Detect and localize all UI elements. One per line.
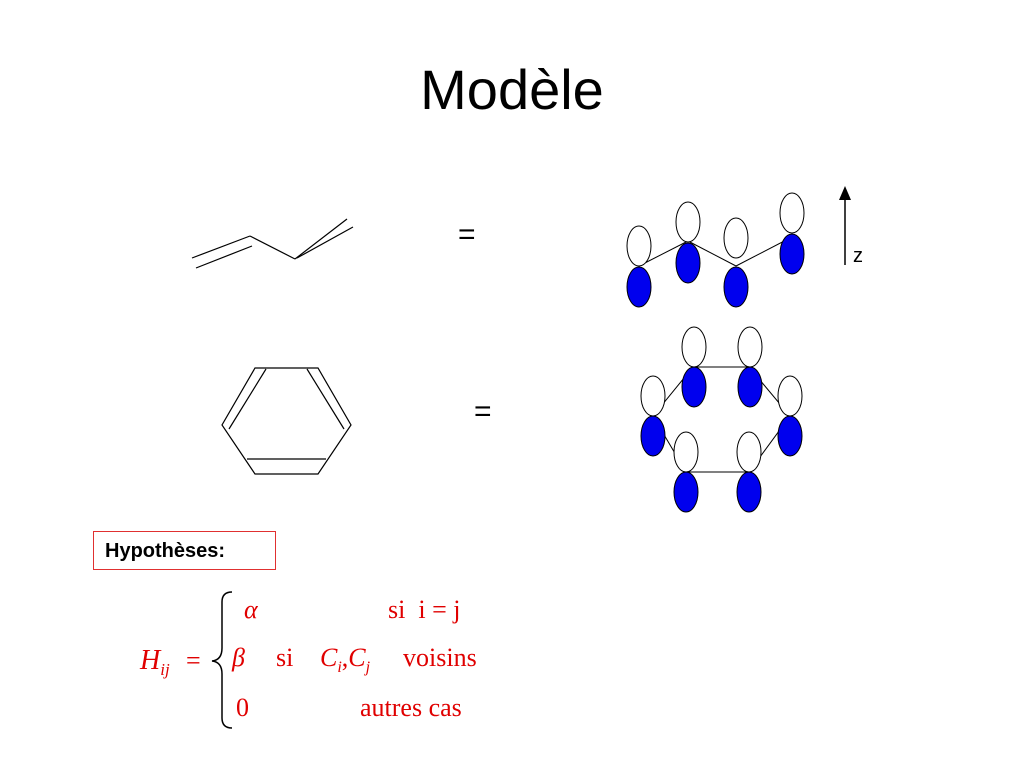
equals-sign-top: =	[458, 218, 476, 251]
orbital-lobe-empty	[736, 431, 762, 473]
orbital-lobe-empty	[681, 326, 707, 368]
orbital-lobe-empty	[737, 326, 763, 368]
orbital-lobe-empty	[675, 201, 701, 243]
orbital-lobe-filled	[626, 266, 652, 308]
orbital-lobe-filled	[736, 471, 762, 513]
orbital-lobe-filled	[723, 266, 749, 308]
benzene-sigma-bonds	[652, 366, 791, 473]
orbital-lobe-empty	[723, 217, 749, 259]
orbital-lobe-empty	[626, 225, 652, 267]
case-3-condition: autres cas	[360, 693, 462, 722]
orbital-lobe-filled	[737, 366, 763, 408]
butadiene-skeleton	[191, 218, 354, 269]
orbital-lobe-filled	[777, 415, 803, 457]
case-2-si: si	[276, 643, 293, 672]
orbital-lobe-empty	[779, 192, 805, 234]
case-1-value: α	[244, 595, 259, 624]
butadiene-orbitals	[626, 192, 805, 308]
formula-equals: =	[186, 646, 201, 675]
orbital-lobe-empty	[640, 375, 666, 417]
orbital-lobe-empty	[673, 431, 699, 473]
hamiltonian-formula: Hij = α si i = j β si Ci,Cj voisins 0 au…	[139, 591, 477, 729]
formula-lhs: Hij	[139, 645, 170, 679]
orbital-lobe-filled	[675, 242, 701, 284]
case-2-neighbors: Ci,Cj	[320, 643, 371, 676]
hypotheses-box: Hypothèses:	[93, 531, 276, 570]
case-3-value: 0	[236, 693, 249, 722]
orbital-lobe-filled	[779, 233, 805, 275]
case-2-value: β	[231, 643, 245, 672]
equals-sign-bottom: =	[474, 395, 492, 428]
formula-brace	[211, 591, 233, 729]
orbital-lobe-filled	[681, 366, 707, 408]
case-2-tail: voisins	[403, 643, 477, 672]
butadiene-sigma-bonds	[638, 236, 793, 267]
benzene-skeleton	[221, 367, 352, 475]
slide-title: Modèle	[420, 58, 604, 121]
case-1-condition: si i = j	[388, 595, 460, 624]
orbital-lobe-filled	[640, 415, 666, 457]
z-axis-arrow	[839, 186, 851, 265]
orbital-lobe-empty	[777, 375, 803, 417]
z-axis-label: z	[853, 245, 863, 267]
orbital-lobe-filled	[673, 471, 699, 513]
benzene-orbitals	[640, 326, 803, 513]
hypotheses-label: Hypothèses:	[105, 540, 226, 562]
